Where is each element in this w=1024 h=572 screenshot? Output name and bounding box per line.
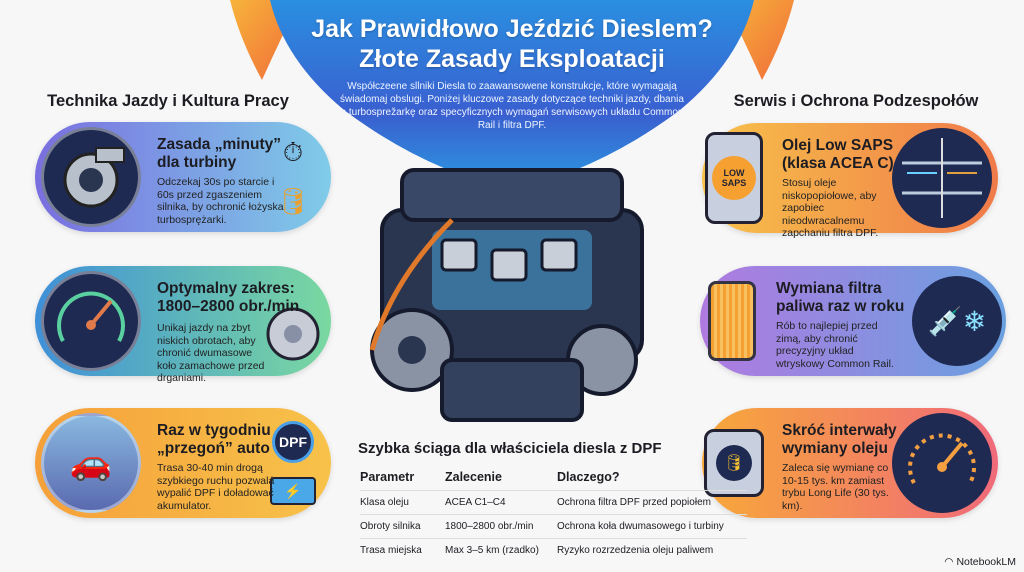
notebooklm-watermark: ◠NotebookLM [944, 556, 1016, 568]
oil-change-canister-icon: 🛢 [704, 429, 764, 497]
table-title: Szybka ściąga dla właściciela diesla z D… [358, 440, 662, 457]
title-line-1: Jak Prawidłowo Jeździć Dieslem? [311, 15, 713, 43]
right-section-heading: Serwis i Ochrona Podzespołów [733, 92, 979, 110]
dpf-regeneration-icon: DPF [272, 421, 314, 463]
stopwatch-icon: ⏱ [282, 136, 304, 167]
card-text: Rób to najlepiej przed zimą, aby chronić… [776, 320, 894, 370]
card-text: Odczekaj 30s po starcie i 60s przed zgas… [157, 176, 284, 226]
card-title: Wymiana filtra paliwa raz w roku [776, 280, 905, 315]
column-header: Parametr [360, 470, 415, 484]
card-title: Olej Low SAPS (klasa ACEA C) [782, 137, 894, 172]
card-optimal-rpm: Optymalny zakres: 1800–2800 obr./min Uni… [35, 266, 331, 384]
turbocharger-icon [41, 127, 141, 227]
card-text: Stosuj oleje niskopopiołowe, aby zapobie… [782, 177, 879, 239]
card-turbo-minute-rule: Zasada „minuty” dla turbiny Odczekaj 30s… [35, 122, 331, 232]
engine-illustration [369, 168, 644, 422]
card-title: Skróć interwały wymiany oleju [782, 422, 897, 457]
intro-text: Współczeene sllniki Diesla to zaawansowe… [340, 81, 684, 131]
column-header: Dlaczego? [557, 470, 620, 484]
oil-can-icon: 🛢 [276, 186, 310, 217]
table-cell: Ryzyko rozrzedzenia oleju paliwem [557, 538, 747, 562]
flywheel-icon [266, 307, 320, 361]
low-saps-label: LOW SAPS [712, 156, 756, 200]
injector-snowflake-icon: 💉❄ [912, 276, 1002, 366]
card-text: Unikaj jazdy na zbyt niskich obrotach, a… [157, 322, 265, 384]
dpf-filter-cross-section-icon [892, 128, 992, 228]
table-cell: ACEA C1–C4 [445, 490, 557, 515]
card-text: Zaleca się wymianę co 10-15 tys. km zami… [782, 462, 889, 512]
notebooklm-logo-icon: ◠ [944, 556, 954, 568]
card-shorten-oil-interval: 🛢 Skróć interwały wymiany oleju Zaleca s… [702, 408, 998, 518]
card-side-icons [261, 302, 325, 366]
fuel-gauge-icon [892, 413, 992, 513]
table-header-row: Parametr Zalecenie Dlaczego? [360, 466, 747, 491]
car-on-highway-icon: 🚗 [41, 413, 141, 513]
page-title: Jak Prawidłowo Jeździć Dieslem?Złote Zas… [262, 14, 762, 74]
table-cell: 1800–2800 obr./min [445, 514, 557, 539]
table-cell: Ochrona koła dwumasowego i turbiny [557, 514, 747, 539]
card-left-icon: LOW SAPS [694, 123, 774, 233]
table-cell: Max 3–5 km (rzadko) [445, 538, 557, 562]
card-side-icons: DPF ⚡ [261, 414, 325, 512]
card-fuel-filter-replacement: Wymiana filtra paliwa raz w roku Rób to … [700, 266, 1006, 376]
card-title: Zasada „minuty” dla turbiny [157, 136, 282, 171]
card-text: Trasa 30-40 min drogą szybkiego ruchu po… [157, 462, 275, 512]
table-cell: Obroty silnika [360, 514, 445, 539]
fuel-filter-icon [708, 281, 756, 361]
title-line-2: Złote Zasady Eksploatacji [359, 45, 665, 73]
column-header: Zalecenie [445, 470, 502, 484]
tachometer-icon [41, 271, 141, 371]
oil-canister-icon: LOW SAPS [705, 132, 763, 224]
table-cell: Ochrona filtra DPF przed popiołem [557, 490, 747, 515]
card-left-icon: 🛢 [694, 408, 774, 518]
card-title: Optymalny zakres: 1800–2800 obr./min [157, 280, 300, 315]
card-weekly-highway-drive: 🚗 Raz w tygodniu „przegoń” auto Trasa 30… [35, 408, 331, 518]
brand-label: NotebookLM [956, 556, 1016, 568]
card-left-icon [692, 266, 772, 376]
table-cell: Trasa miejska [360, 538, 445, 562]
battery-icon: ⚡ [270, 477, 316, 505]
left-section-heading: Technika Jazdy i Kultura Pracy [47, 92, 289, 110]
card-side-icons: ⏱🛢 [261, 128, 325, 226]
card-low-saps-oil: LOW SAPS Olej Low SAPS (klasa ACEA C) St… [702, 123, 998, 239]
card-title: Raz w tygodniu „przegoń” auto [157, 422, 271, 457]
table-cell: Klasa oleju [360, 490, 445, 515]
